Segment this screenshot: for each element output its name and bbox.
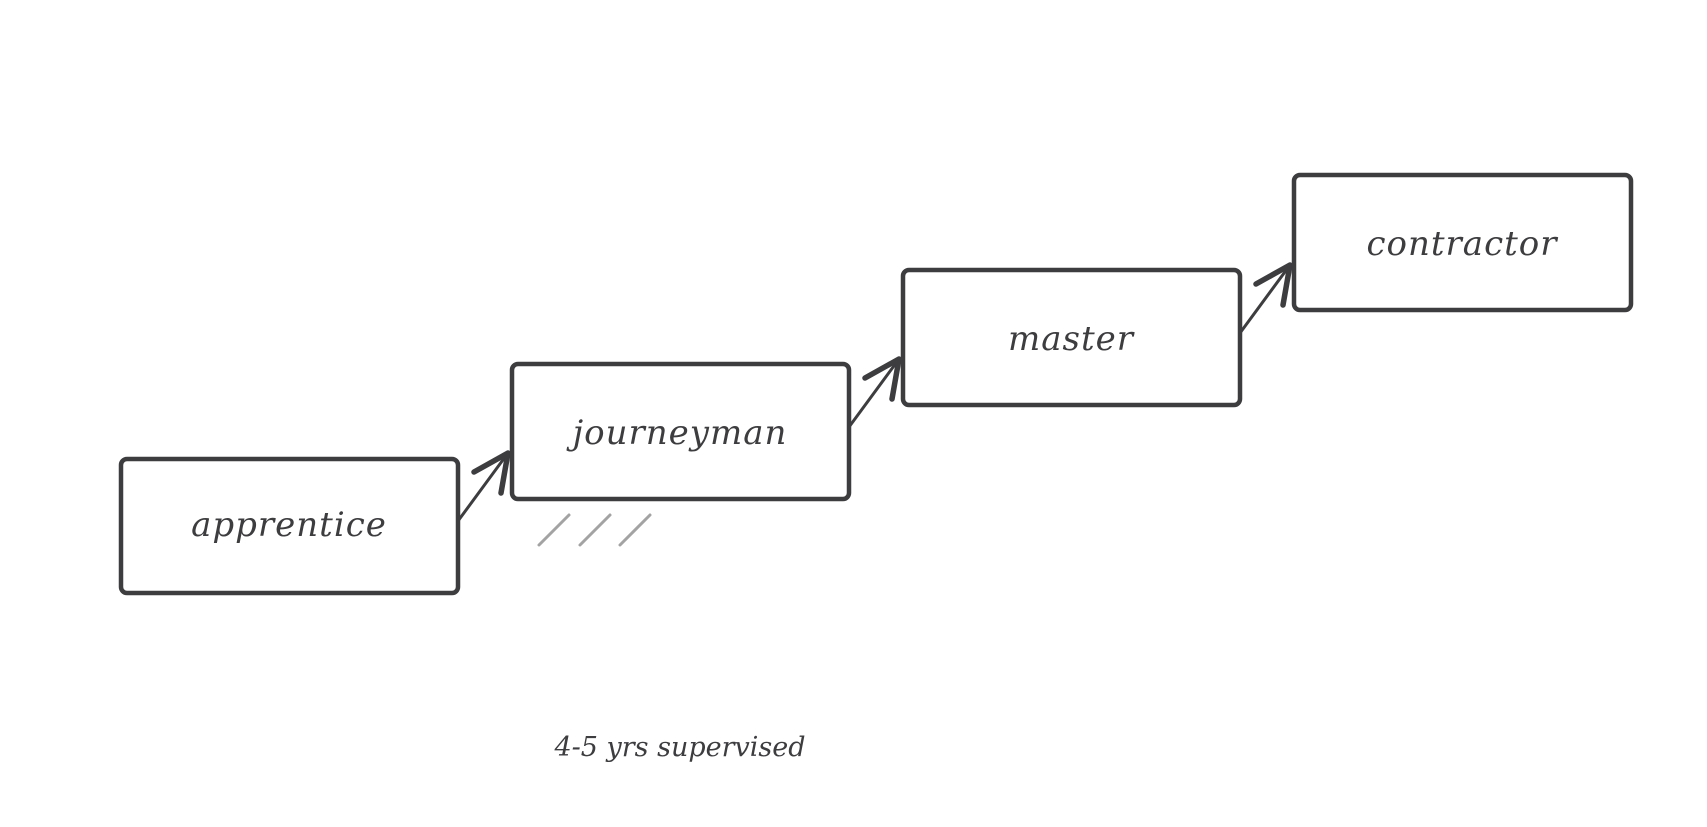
node-box [509,361,852,502]
node-box [1291,172,1634,313]
node-journeyman[interactable]: journeyman [509,361,852,502]
edge-journeyman-to-master [847,356,902,429]
edge-master-to-contractor [1238,262,1293,335]
node-label: master [1008,319,1135,359]
node-label: contractor [1366,224,1558,264]
node-box [900,267,1243,408]
annotation-note: 4-5 yrs supervised [553,732,805,763]
node-label: journeyman [566,413,788,453]
node-box [118,456,461,596]
node-label: apprentice [191,505,387,545]
node-contractor[interactable]: contractor [1291,172,1634,313]
node-master[interactable]: master [900,267,1243,408]
hatch-marks [537,513,652,547]
node-apprentice[interactable]: apprentice [118,456,461,596]
edge-apprentice-to-journeyman [456,450,511,523]
